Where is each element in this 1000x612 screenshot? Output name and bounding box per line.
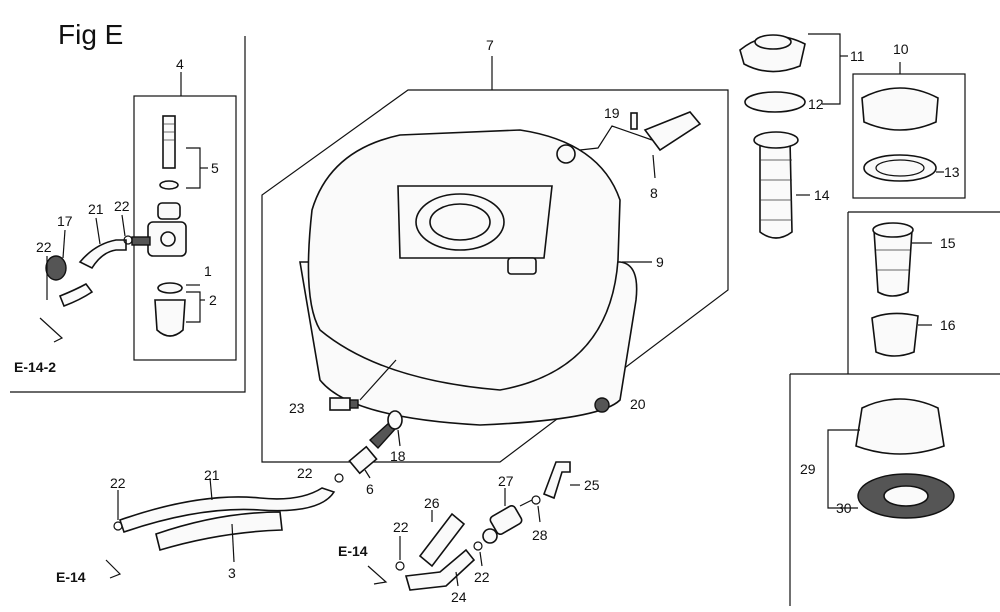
hose-clip-28[interactable] [531, 495, 541, 505]
callout-26: 26 [424, 495, 440, 511]
callout-11: 11 [850, 48, 865, 64]
tank-cushion[interactable] [594, 397, 610, 413]
alt-strainer[interactable] [872, 222, 914, 297]
valve-screw[interactable] [159, 115, 179, 190]
figure-title: Fig E [58, 19, 123, 50]
callout-22-bottom-left: 22 [110, 475, 126, 491]
callout-7: 7 [486, 37, 494, 53]
alt-filler-cap[interactable] [861, 87, 939, 131]
callout-14: 14 [814, 187, 830, 203]
alt-cap-seal[interactable] [863, 154, 937, 182]
panel-divider-left [10, 36, 246, 393]
callout-17: 17 [57, 213, 73, 229]
drain-bolt[interactable] [329, 397, 359, 411]
fuel-tank-group: 7 9 8 19 23 20 [261, 37, 729, 463]
alt-cap-panel: 10 13 15 16 29 30 [789, 41, 1000, 606]
callout-21-lower: 21 [204, 467, 220, 483]
hose-clip-mid[interactable] [334, 473, 344, 483]
fuel-tank[interactable] [299, 129, 638, 426]
ref-e-14-mid[interactable]: E-14 [338, 543, 368, 559]
callout-23: 23 [289, 400, 305, 416]
joint-packing[interactable] [387, 410, 403, 430]
gauge-screw[interactable] [630, 112, 638, 130]
callout-22-upper: 22 [114, 198, 130, 214]
protector-tube[interactable] [155, 511, 283, 552]
callout-3: 3 [228, 565, 236, 581]
callout-18: 18 [390, 448, 406, 464]
callout-22-filter: 22 [474, 569, 490, 585]
alt-cap-box [852, 73, 966, 199]
hose-clip[interactable] [123, 235, 133, 245]
callout-5: 5 [211, 160, 219, 176]
fuel-strainer[interactable] [753, 131, 799, 239]
valve-assembly-box [133, 95, 237, 361]
fuel-cup[interactable] [154, 299, 186, 337]
large-filler-cap[interactable] [855, 398, 945, 455]
callout-29: 29 [800, 461, 816, 477]
callout-13: 13 [944, 164, 960, 180]
fuel-filter[interactable] [482, 499, 533, 544]
callout-15: 15 [940, 235, 956, 251]
fuel-valve-panel: 4 5 1 2 [10, 36, 246, 393]
valve-o-ring[interactable] [157, 282, 183, 294]
fuel-valve-body[interactable] [131, 202, 187, 257]
callout-24: 24 [451, 589, 467, 605]
fuel-outlet-joint[interactable] [348, 421, 397, 475]
fuel-hose-24[interactable] [404, 548, 476, 591]
large-cap-seal[interactable] [857, 473, 955, 519]
callout-20: 20 [630, 396, 646, 412]
hose-clip-24[interactable] [395, 561, 405, 571]
fuel-hose-lower[interactable] [58, 282, 94, 308]
hose-clip-filter[interactable] [473, 541, 483, 551]
callout-8: 8 [650, 185, 658, 201]
callout-28: 28 [532, 527, 548, 543]
callout-22-mid-bottom: 22 [393, 519, 409, 535]
callout-2: 2 [209, 292, 217, 308]
ref-e-14-left[interactable]: E-14 [56, 569, 86, 585]
callout-9: 9 [656, 254, 664, 270]
hose-clip-left[interactable] [113, 521, 123, 531]
ref-e-14-2[interactable]: E-14-2 [14, 359, 56, 375]
fuel-gauge[interactable] [556, 111, 702, 164]
callout-30: 30 [836, 500, 852, 516]
callout-1: 1 [204, 263, 212, 279]
callout-4: 4 [176, 56, 184, 72]
fuel-strainer-cap[interactable] [45, 255, 67, 281]
callout-25: 25 [584, 477, 600, 493]
strainer-holder[interactable] [871, 312, 919, 357]
bottom-hoses: 6 18 22 21 22 3 E-14 26 24 22 E-14 [56, 410, 600, 605]
callout-19: 19 [604, 105, 620, 121]
callout-16: 16 [940, 317, 956, 333]
callout-21-upper: 21 [88, 201, 104, 217]
fuel-hose-long[interactable] [118, 487, 336, 534]
callout-22-mid: 22 [297, 465, 313, 481]
callout-27: 27 [498, 473, 514, 489]
fuel-hose-short[interactable] [78, 239, 127, 270]
fuel-filler-cap[interactable] [739, 34, 806, 73]
callout-6: 6 [366, 481, 374, 497]
callout-10: 10 [893, 41, 909, 57]
fuel-hose-25[interactable] [542, 461, 571, 500]
tank-outline-box [261, 89, 729, 463]
tube-26[interactable] [418, 512, 466, 568]
fuel-cap-group: 11 12 14 [739, 33, 865, 239]
callout-12: 12 [808, 96, 824, 112]
cap-packing[interactable] [744, 91, 806, 113]
callout-22-left: 22 [36, 239, 52, 255]
